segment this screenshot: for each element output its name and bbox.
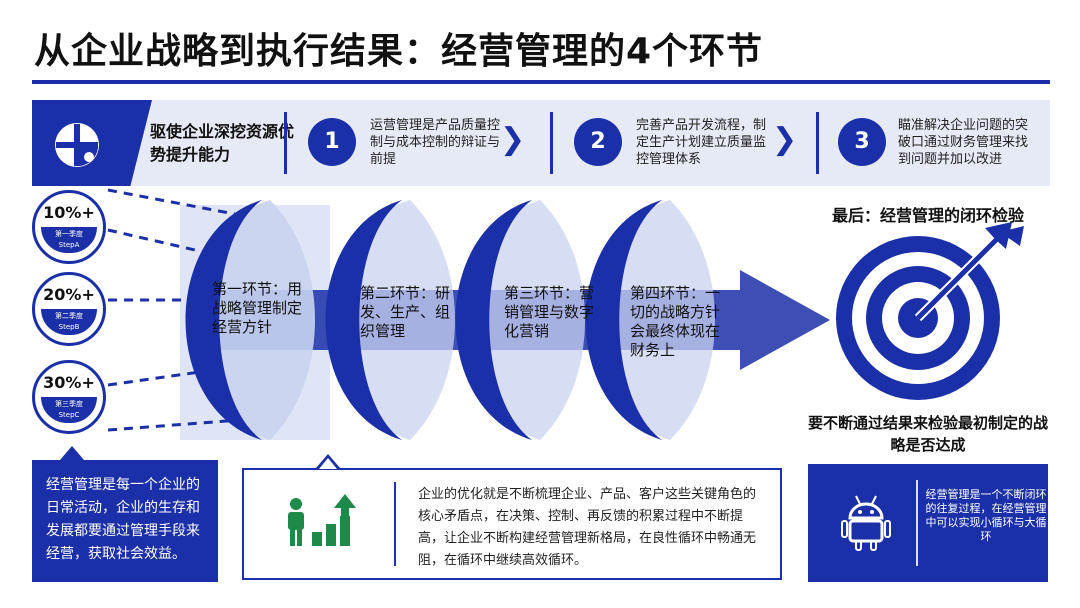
left-callout-box: 经营管理是每一个企业的日常活动，企业的生存和发展都要通过管理手段来经营，获取社会… [32, 460, 218, 582]
badge-step: StepC [58, 411, 80, 419]
banner-divider [284, 112, 287, 174]
top-banner: 驱使企业深挖资源优势提升能力 1 运营管理是产品质量控制与成本控制的辩证与前提 … [32, 100, 1050, 186]
target-title: 最后：经营管理的闭环检验 [831, 206, 1024, 225]
growth-chart-icon [288, 494, 356, 546]
logo-icon [55, 123, 99, 167]
stage-2-label: 第二环节：研发、生产、组织管理 [360, 284, 451, 340]
step-3-badge: 3 [838, 118, 886, 166]
dashed-connectors [107, 188, 241, 432]
banner-divider [550, 112, 553, 174]
stage-1-lens [185, 200, 315, 440]
target-caption: 要不断通过结果来检验最初制定的战略是否达成 [808, 414, 1049, 454]
stage-1-label: 第一环节：用战略管理制定经营方针 [212, 280, 303, 336]
badge-label: 第三季度 StepC [41, 397, 97, 423]
quarter-badge-a: 10%+ 第一季度 StepA [32, 190, 106, 264]
badge-quarter: 第一季度 [55, 230, 83, 238]
quarter-badge-b: 20%+ 第二季度 StepB [32, 272, 106, 346]
stage-4-label: 第四环节：一切的战略方针会最终体现在财务上 [630, 284, 721, 359]
step-2-badge: 2 [574, 118, 622, 166]
middle-box-text: 企业的优化就是不断梳理企业、产品、客户这些关键角色的核心矛盾点，在决策、控制、再… [418, 487, 757, 568]
callout-pointer [60, 446, 84, 460]
chevron-right-icon: ❯ [500, 122, 526, 157]
stage-4-lens [585, 200, 715, 440]
quarter-badge-c: 30%+ 第三季度 StepC [32, 360, 106, 434]
banner-lead-text: 驱使企业深挖资源优势提升能力 [150, 122, 295, 164]
logo-box [32, 100, 152, 186]
banner-divider [816, 112, 819, 174]
badge-step: StepA [58, 241, 80, 249]
badge-label: 第一季度 StepA [41, 227, 97, 253]
right-box-divider [916, 480, 918, 566]
step-3-text: 瞄准解决企业问题的突破口通过财务管理来找到问题并加以改进 [898, 118, 1029, 167]
title-underline [32, 80, 1050, 84]
chevron-right-icon: ❯ [772, 122, 798, 157]
step-2-text: 完善产品开发流程，制定生产计划建立质量监控管理体系 [636, 118, 767, 167]
badge-quarter: 第二季度 [55, 312, 83, 320]
step-1-badge: 1 [308, 118, 356, 166]
android-robot-icon [841, 495, 891, 551]
stage-3-label: 第三环节：营销管理与数字化营销 [504, 284, 595, 340]
page-title: 从企业战略到执行结果：经营管理的4个环节 [34, 31, 764, 72]
stage-2-lens [325, 200, 455, 440]
target-icon [836, 222, 1024, 400]
badge-percent: 20%+ [43, 285, 95, 304]
middle-box-divider [394, 482, 396, 566]
badge-percent: 30%+ [43, 373, 95, 392]
callout-pointer-inner [319, 458, 337, 469]
badge-quarter: 第三季度 [55, 400, 83, 408]
step-1-text: 运营管理是产品质量控制与成本控制的辩证与前提 [370, 118, 501, 167]
badge-label: 第二季度 StepB [41, 309, 97, 335]
stage-3-lens [455, 200, 585, 440]
badge-step: StepB [58, 323, 80, 331]
right-box-text: 经营管理是一个不断闭环的往复过程，在经营管理中可以实现小循环与大循环 [925, 488, 1047, 543]
badge-percent: 10%+ [43, 203, 95, 222]
